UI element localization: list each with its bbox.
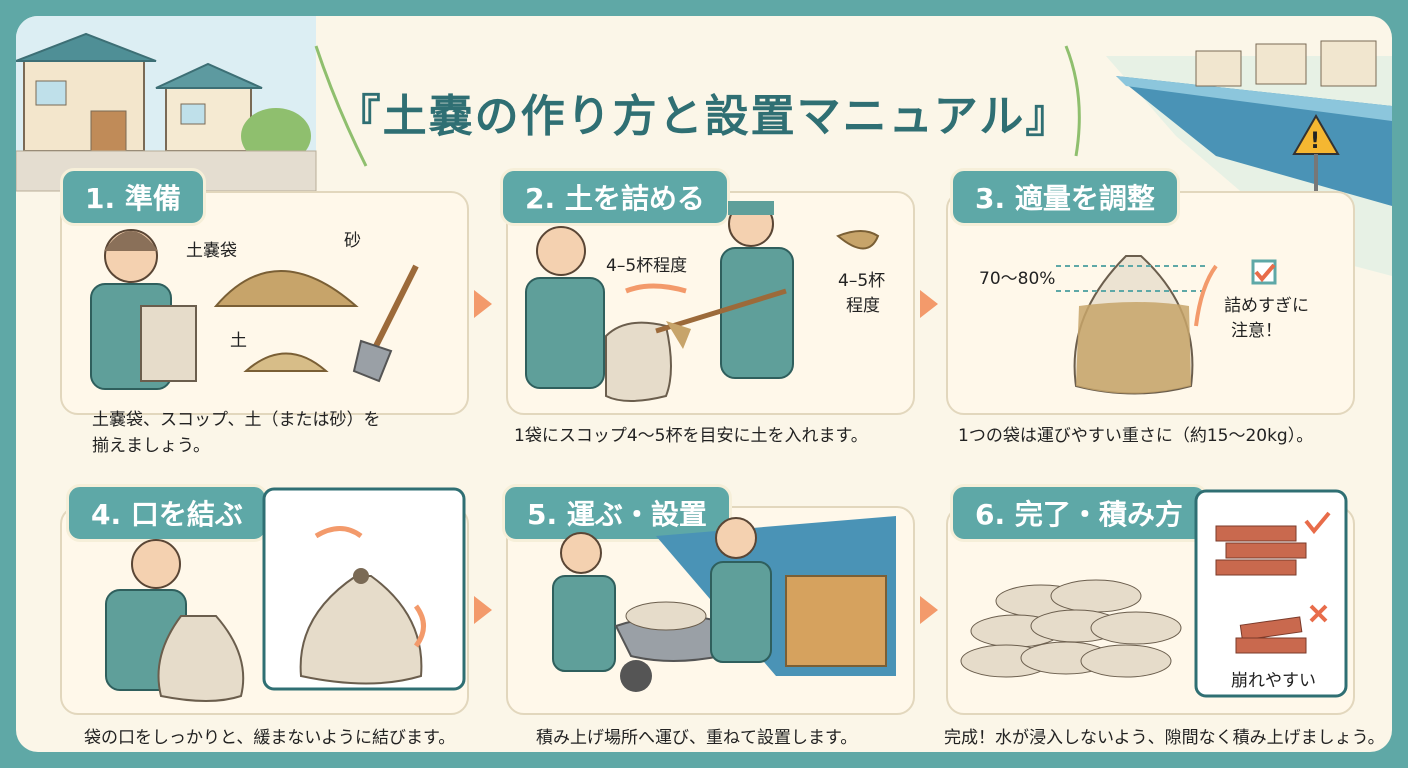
flow-arrow-2-3 [920, 290, 938, 318]
step-6-label: 6. 完了・積み方 [950, 484, 1208, 542]
flow-arrow-4-5 [474, 596, 492, 624]
page-title: 『土嚢の作り方と設置マニュアル』 [336, 91, 1072, 142]
step-3-caption: 1つの袋は運びやすい重さに（約15〜20kg）。 [958, 426, 1314, 446]
flow-arrow-1-2 [474, 290, 492, 318]
tag-bag: 土嚢袋 [186, 241, 237, 261]
step-5-caption: 積み上げ場所へ運び、重ねて設置します。 [536, 728, 858, 748]
flow-arrow-5-6 [920, 596, 938, 624]
tag-amount-left: 4–5杯程度 [606, 256, 687, 276]
step-3-label: 3. 適量を調整 [950, 168, 1180, 226]
step-6-caption: 完成！水が浸入しないよう、隙間なく積み上げましょう。 [944, 728, 1385, 748]
svg-text:!: ! [1310, 129, 1320, 154]
tag-warn-1: 詰めすぎに [1224, 296, 1309, 316]
step-2-caption: 1袋にスコップ4〜5杯を目安に土を入れます。 [514, 426, 868, 446]
step-5-label: 5. 運ぶ・設置 [502, 484, 732, 542]
step-2-illustration: 4–5杯程度 4–5杯 程度 [525, 201, 885, 402]
step-4-caption: 袋の口をしっかりと、緩まないように結びます。 [84, 728, 456, 748]
tag-sand: 砂 [344, 231, 361, 251]
tag-amount-right-2: 程度 [846, 296, 880, 316]
tag-unstable: 崩れやすい [1231, 671, 1316, 691]
step-1-illustration: 土嚢袋 砂 土 [90, 229, 419, 390]
step-4-illustration [105, 487, 466, 702]
infographic-frame: ! 『土嚢の作り方と設置マニュアル』 1. 準備 土嚢袋 砂 土 土嚢袋、スコッ… [16, 16, 1392, 752]
step-5-illustration [552, 516, 896, 692]
step-6-illustration: 崩れやすい [960, 489, 1348, 698]
tag-amount-right-1: 4–5杯 [838, 271, 885, 291]
step-3-illustration: 70〜80% 詰めすぎに 注意！ [979, 255, 1309, 395]
step-1-label: 1. 準備 [60, 168, 206, 226]
step-1-caption: 土嚢袋、スコップ、土（または砂）を 揃えましょう。 [92, 410, 381, 456]
tag-soil: 土 [230, 331, 247, 351]
step-2-label: 2. 土を詰める [500, 168, 730, 226]
tag-warn-2: 注意！ [1231, 321, 1282, 341]
tag-fill: 70〜80% [979, 269, 1055, 289]
